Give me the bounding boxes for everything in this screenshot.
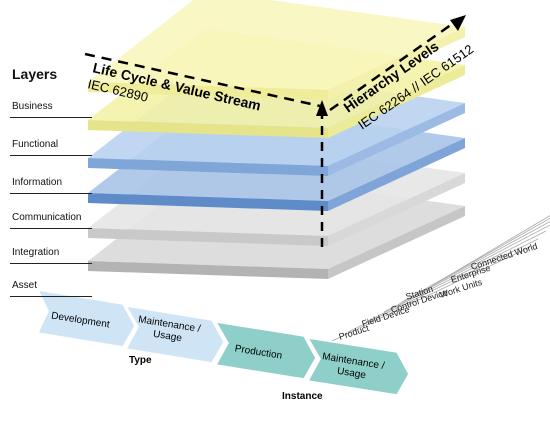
layer-side-face — [328, 173, 465, 246]
layer-rule — [10, 296, 92, 297]
layers-title: Layers — [12, 66, 58, 82]
layer-side-face — [328, 206, 465, 279]
hierarchy-gridline — [347, 238, 539, 333]
layer-top-face — [88, 0, 465, 90]
hierarchy-level-label: Product — [338, 323, 371, 342]
hierarchy-gridline — [365, 230, 547, 323]
phase-3: Production — [214, 321, 317, 380]
hierarchy-axis — [329, 20, 456, 112]
layer-side-face — [328, 65, 465, 138]
layer-front-face — [88, 158, 328, 176]
hierarchy-gridline — [437, 215, 550, 283]
hierarchy-gridline — [383, 224, 550, 313]
group-label-type: Type — [129, 355, 152, 366]
phase-label: Usage — [152, 329, 183, 344]
layer-label-asset: Asset — [12, 280, 38, 291]
hierarchy-level-label: Field Device — [361, 304, 411, 329]
layer-rule — [10, 228, 92, 229]
layer-label-integration: Integration — [12, 247, 60, 258]
layer-side-face — [328, 138, 465, 211]
phase-chevron — [214, 321, 317, 380]
hierarchy-gridline — [329, 246, 531, 343]
layer-rule — [10, 155, 92, 156]
phase-chevron — [36, 289, 136, 348]
phase-label: Usage — [336, 366, 367, 381]
phase-chevron — [306, 337, 410, 396]
layer-front-face — [88, 120, 328, 138]
layer-front-face — [88, 228, 328, 246]
phase-1: Development — [36, 289, 136, 348]
group-label-instance: Instance — [282, 391, 323, 402]
life-cycle-axis — [84, 52, 321, 108]
phase-4: Maintenance /Usage — [306, 337, 410, 396]
layer-slab-business — [88, 0, 465, 100]
layer-front-face — [88, 193, 328, 211]
phase-chevron — [124, 305, 225, 364]
layer-rule — [10, 117, 92, 118]
hierarchy-axis-arrowhead — [450, 15, 466, 31]
layer-side-face — [328, 103, 465, 176]
layer-label-functional: Functional — [12, 139, 59, 150]
layer-label-business: Business — [12, 101, 53, 112]
layer-front-face — [88, 261, 328, 279]
layers-axis-arrowhead — [316, 100, 328, 116]
layer-label-information: Information — [12, 177, 63, 188]
layer-rule — [10, 193, 92, 194]
phase-2: Maintenance /Usage — [124, 305, 225, 364]
layer-rule — [10, 263, 92, 264]
layer-label-communication: Communication — [12, 212, 82, 223]
layer-side-face — [328, 27, 465, 100]
hierarchy-floor — [329, 215, 550, 343]
